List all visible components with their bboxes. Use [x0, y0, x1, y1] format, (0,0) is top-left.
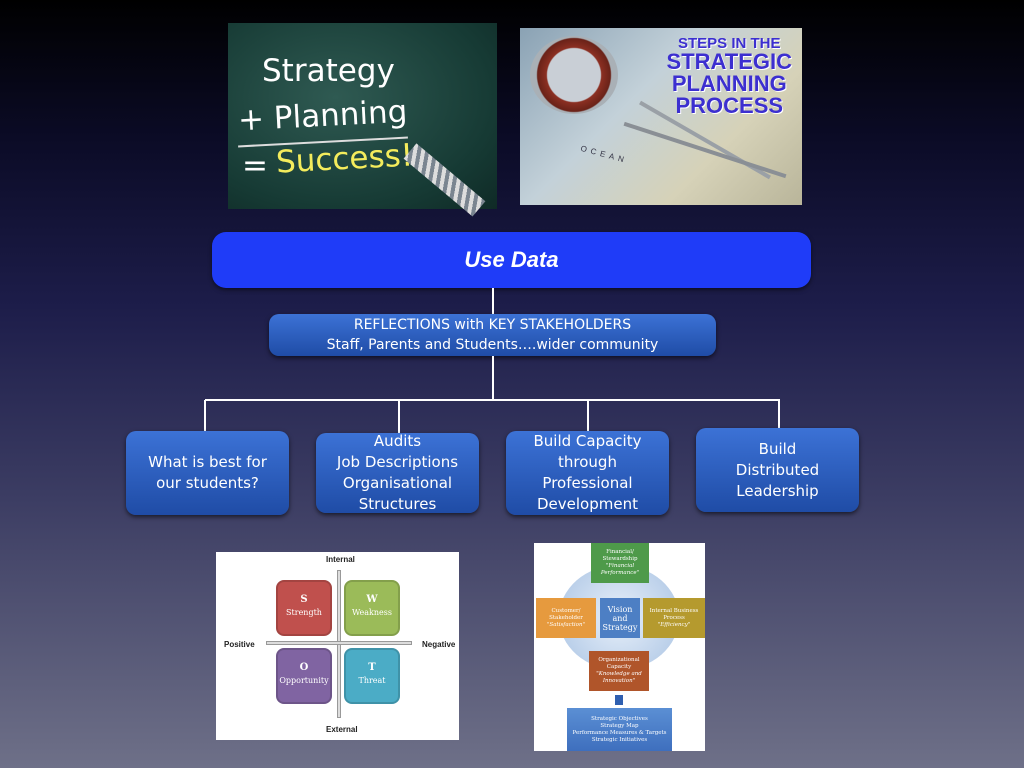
branch-capacity: Build Capacity through Professional Deve…	[506, 431, 669, 515]
branch-text: Distributed	[735, 460, 820, 479]
swot-strength: S Strength	[276, 580, 332, 636]
swot-threat: T Threat	[344, 648, 400, 704]
branch-text: Build	[758, 439, 797, 458]
chalk-line-3: Success!	[275, 137, 415, 181]
label: W	[366, 594, 378, 605]
label: "Efficiency"	[657, 621, 691, 628]
chalk-line-2: + Planning	[237, 93, 409, 139]
map-title-3: Planning	[671, 71, 787, 96]
label: "Financial Performance"	[600, 563, 640, 576]
branch-text: our students?	[156, 474, 259, 492]
connector-line	[205, 399, 780, 401]
swot-axis-top: Internal	[326, 555, 355, 564]
connector-line	[587, 400, 589, 431]
label: Strength	[286, 608, 322, 617]
branch-leadership: Build Distributed Leadership	[696, 428, 859, 512]
label: S	[300, 594, 308, 605]
customer-box: Customer/Stakeholder"Satisfaction"	[536, 598, 596, 638]
reflections-box: REFLECTIONS with KEY STAKEHOLDERS Staff,…	[269, 314, 716, 356]
label: and	[612, 613, 628, 623]
chalk-line-1: Strategy	[262, 53, 395, 89]
connector-line	[492, 288, 494, 314]
strategy-planning-success-image: Strategy + Planning = Success!	[228, 23, 497, 217]
label: Strategy Map	[600, 722, 639, 729]
label: Internal Business	[649, 607, 699, 614]
label: Financial/	[606, 549, 634, 555]
swot-opportunity: O Opportunity	[276, 648, 332, 704]
label: O	[299, 662, 309, 673]
branch-text: Structures	[358, 495, 437, 513]
map-title: Steps in the Strategic Planning Process	[667, 36, 792, 117]
swot-axis-bottom: External	[326, 725, 358, 734]
connector-line	[778, 400, 780, 428]
map-title-4: Process	[675, 93, 784, 118]
branch-text: Organisational	[342, 474, 453, 492]
financial-box: Financial/Stewardship"Financial Performa…	[591, 543, 649, 583]
map-title-2: Strategic	[666, 49, 792, 74]
branch-text: Leadership	[736, 481, 819, 500]
horizontal-axis-arrow	[266, 641, 412, 645]
label: Weakness	[351, 608, 393, 617]
branch-text: Build Capacity	[533, 432, 642, 450]
label: Strategy	[602, 622, 638, 632]
swot-axis-right: Negative	[422, 640, 456, 649]
divider-tool-arm	[623, 121, 787, 179]
connector-line	[492, 356, 494, 400]
swot-image: Internal External Positive Negative S Str…	[216, 552, 459, 740]
connector-line	[398, 400, 400, 433]
branch-students: What is best for our students?	[126, 431, 289, 515]
use-data-box: Use Data	[212, 232, 811, 288]
map-title-1: Steps in the	[677, 35, 781, 52]
branch-text: What is best for	[148, 453, 267, 471]
label: Threat	[358, 676, 386, 685]
label: "Satisfaction"	[546, 621, 586, 628]
branch-text: Audits	[373, 432, 422, 450]
label: Capacity	[606, 664, 632, 670]
ocean-label: OCEAN	[579, 143, 629, 166]
swot-axis-left: Positive	[224, 640, 255, 649]
strategic-planning-process-image: OCEAN Steps in the Strategic Planning Pr…	[520, 28, 802, 205]
label: Customer/	[551, 607, 581, 614]
label: Vision	[607, 604, 633, 614]
reflections-title: REFLECTIONS with KEY STAKEHOLDERS	[353, 317, 632, 333]
label: Strategic Objectives	[591, 715, 648, 722]
compass-icon	[530, 36, 618, 114]
branch-text: Professional	[542, 474, 633, 492]
down-arrow-icon	[615, 695, 623, 705]
label: Stewardship	[602, 556, 638, 562]
label: Opportunity	[279, 676, 329, 685]
label: Performance Measures & Targets	[572, 729, 667, 736]
chalk-equals: =	[242, 148, 268, 184]
branch-text: Development	[537, 495, 638, 513]
label: "Knowledge and Innovation"	[596, 671, 642, 684]
branch-text: through	[558, 453, 617, 471]
swot-weakness: W Weakness	[344, 580, 400, 636]
balanced-scorecard-image: Financial/Stewardship"Financial Performa…	[534, 543, 705, 751]
branch-audits: Audits Job Descriptions Organisational S…	[316, 432, 479, 513]
label: Stakeholder	[549, 614, 583, 621]
label: Strategic Initiatives	[591, 736, 648, 743]
label: Organizational	[598, 657, 640, 663]
branch-text: Job Descriptions	[336, 453, 459, 471]
label: T	[368, 662, 376, 673]
label: Process	[663, 614, 685, 621]
connector-line	[204, 400, 206, 431]
reflections-subtitle: Staff, Parents and Students….wider commu…	[326, 337, 659, 353]
chalk-stick-icon	[403, 143, 486, 217]
